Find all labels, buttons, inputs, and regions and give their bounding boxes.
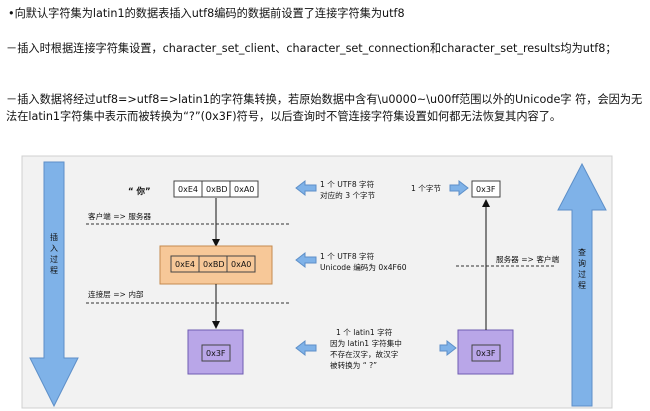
- svg-text:因为 latin1 字符集中: 因为 latin1 字符集中: [330, 338, 402, 348]
- mid-byte-2: 0xBD: [203, 260, 224, 269]
- query-label-2: 询: [578, 258, 586, 268]
- latin1-box-right: 0x3F: [457, 329, 514, 375]
- client-to-server-label: 客户端 => 服务器: [88, 211, 152, 221]
- paragraph-conversion: －插入数据将经过utf8=>utf8=>latin1的字符集转换，若原始数据中含…: [6, 93, 643, 123]
- note-latin1: 1 个 latin1 字符 因为 latin1 字符集中 不存在汉字，故汉字 被…: [295, 327, 457, 370]
- svg-text:0x3F: 0x3F: [476, 185, 496, 194]
- insert-label-2: 入: [50, 244, 58, 253]
- svg-text:1 个字节: 1 个字节: [411, 183, 441, 193]
- char-label: “ 你”: [128, 186, 151, 197]
- mid-byte-3: 0xA0: [231, 260, 251, 269]
- svg-text:被转换为 “ ?”: 被转换为 “ ?”: [330, 360, 377, 370]
- note-unicode: 1 个 UTF8 字符 Unicode 编码为 0x4F60: [295, 251, 407, 272]
- mid-byte-1: 0xE4: [175, 260, 195, 269]
- svg-text:1 个 UTF8 字符: 1 个 UTF8 字符: [320, 251, 375, 261]
- charset-conversion-diagram: 插 入 过 程 查 询 过 程 “ 你” 0xE4 0xBD 0xA0 客户端 …: [21, 155, 613, 409]
- server-to-client-label: 服务器 => 客户端: [496, 254, 560, 264]
- insert-label-1: 插: [50, 232, 58, 242]
- insert-process-arrow: 插 入 过 程: [29, 161, 79, 408]
- query-process-arrow: 查 询 过 程: [557, 162, 607, 407]
- query-label-1: 查: [578, 247, 586, 257]
- svg-text:0x3F: 0x3F: [476, 349, 496, 358]
- svg-text:0x3F: 0x3F: [206, 349, 226, 358]
- top-right-byte-box: 0x3F: [471, 180, 501, 198]
- top-byte-2: 0xBD: [206, 185, 227, 194]
- svg-text:Unicode 编码为 0x4F60: Unicode 编码为 0x4F60: [320, 262, 407, 272]
- connection-to-internal-label: 连接层 => 内部: [88, 289, 144, 299]
- svg-text:1 个 UTF8 字符: 1 个 UTF8 字符: [320, 179, 375, 189]
- svg-text:对应的 3 个字节: 对应的 3 个字节: [320, 190, 376, 200]
- note-one-byte: 1 个字节: [411, 179, 469, 197]
- latin1-box-left: 0x3F: [187, 329, 244, 375]
- paragraph-intro: •向默认字符集为latin1的数据表插入utf8编码的数据前设置了连接字符集为u…: [8, 7, 405, 20]
- note-utf8-bytes: 1 个 UTF8 字符 对应的 3 个字节: [295, 179, 376, 200]
- orange-byte-group: 0xE4 0xBD 0xA0: [159, 245, 273, 285]
- top-byte-1: 0xE4: [178, 185, 198, 194]
- paragraph-connection-charset: －插入时根据连接字符集设置，character_set_client、chara…: [6, 42, 617, 55]
- diagram-panel: [21, 155, 613, 409]
- insert-label-4: 程: [50, 266, 58, 275]
- svg-text:1 个 latin1 字符: 1 个 latin1 字符: [336, 327, 393, 337]
- insert-label-3: 过: [50, 254, 58, 264]
- top-byte-3: 0xA0: [234, 185, 254, 194]
- top-byte-boxes: 0xE4 0xBD 0xA0: [173, 180, 259, 198]
- query-label-4: 程: [578, 281, 586, 290]
- query-label-3: 过: [578, 269, 586, 279]
- svg-text:不存在汉字，故汉字: 不存在汉字，故汉字: [330, 349, 399, 359]
